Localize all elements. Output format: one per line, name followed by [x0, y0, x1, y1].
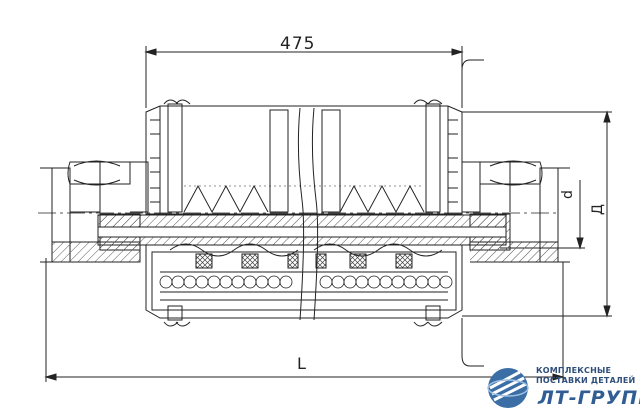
- dimension-d-label: d: [560, 190, 576, 199]
- break-line: [297, 107, 319, 321]
- left-end-fitting: [40, 160, 149, 263]
- company-logo: КОМПЛЕКСНЫЕ ПОСТАВКИ ДЕТАЛЕЙ ЛТ-ГРУПП: [478, 360, 640, 417]
- inner-pipe: [97, 214, 507, 246]
- dimension-D-label: Д: [590, 204, 606, 215]
- mounting-bracket: [461, 59, 484, 367]
- dimension-L-label: L: [297, 354, 306, 373]
- bellows-housing-bottom: [145, 243, 463, 327]
- logo-tagline-1: КОМПЛЕКСНЫЕ: [536, 366, 612, 375]
- logo-globe-icon: [487, 368, 529, 408]
- dimension-D-lines: [462, 110, 612, 318]
- dimension-475-lines: [144, 46, 464, 108]
- right-end-fitting: [462, 160, 570, 263]
- dimension-475-label: 475: [280, 34, 316, 54]
- logo-tagline-2: ПОСТАВКИ ДЕТАЛЕЙ: [536, 376, 636, 385]
- dimension-L-lines: [44, 258, 565, 382]
- bellows-housing-top: [145, 99, 463, 215]
- logo-company-name: ЛТ-ГРУПП: [538, 387, 640, 409]
